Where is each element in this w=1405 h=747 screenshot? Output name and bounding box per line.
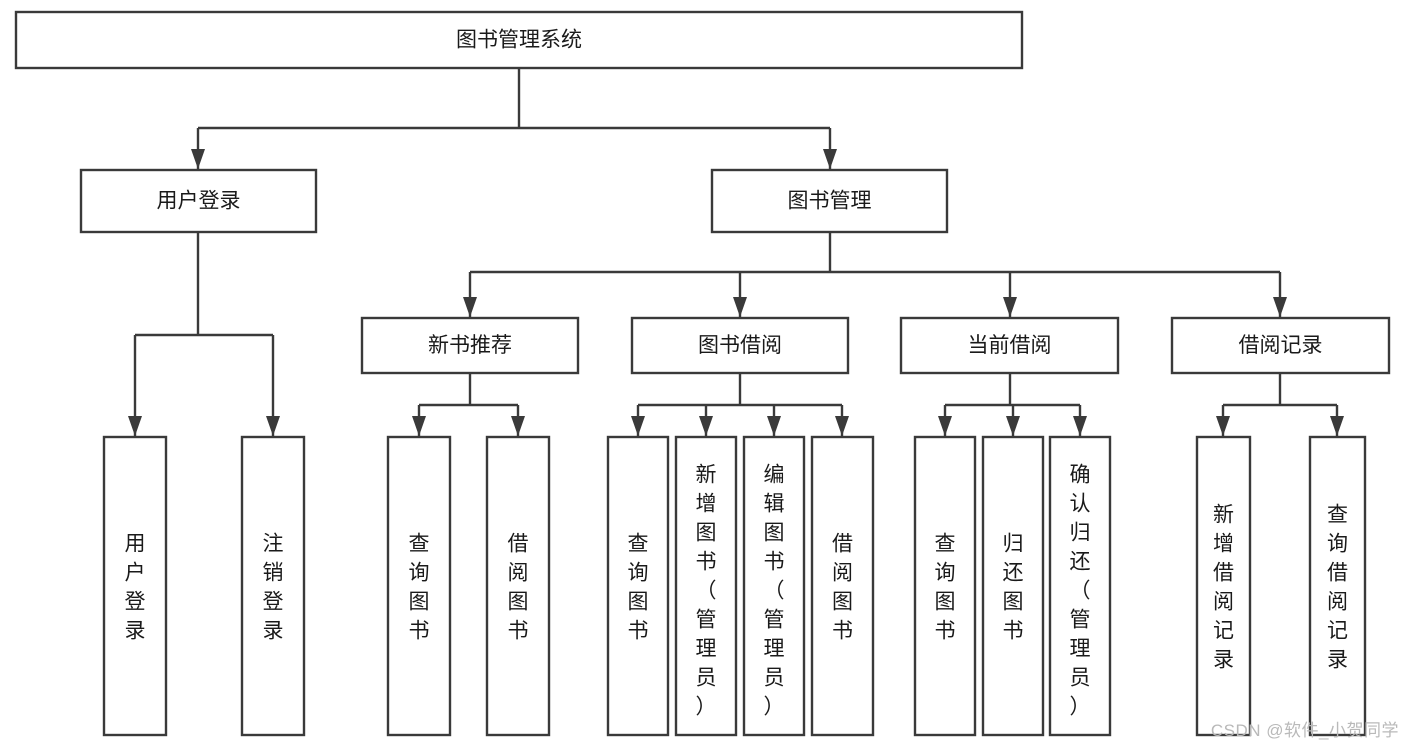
arrow-head-icon — [128, 416, 142, 436]
node-label: 编辑图书（管理员） — [764, 464, 785, 719]
connector-group — [631, 373, 849, 436]
node-box[interactable] — [1195, 435, 1252, 737]
node-box[interactable] — [240, 435, 306, 737]
node-leaf-6[interactable]: 编辑图书（管理员） — [742, 435, 806, 737]
nodes-layer: 图书管理系统用户登录图书管理新书推荐图书借阅当前借阅借阅记录用户登录注销登录查询… — [14, 10, 1391, 737]
arrow-head-icon — [1073, 416, 1087, 436]
node-leaf-10[interactable]: 确认归还（管理员） — [1048, 435, 1112, 737]
connector-group — [191, 68, 837, 169]
arrow-head-icon — [511, 416, 525, 436]
node-leaf-2[interactable]: 查询图书 — [386, 435, 452, 737]
connector-group — [938, 373, 1087, 436]
node-label: 归还图书 — [1003, 533, 1024, 643]
node-level3-3[interactable]: 借阅记录 — [1170, 316, 1391, 375]
node-box[interactable] — [710, 168, 949, 234]
node-level3-2[interactable]: 当前借阅 — [899, 316, 1120, 375]
node-box[interactable] — [102, 435, 168, 737]
node-label: 借阅图书 — [832, 533, 853, 643]
arrow-head-icon — [733, 297, 747, 317]
node-label: 注销登录 — [263, 533, 284, 643]
node-level2-1[interactable]: 图书管理 — [710, 168, 949, 234]
arrow-head-icon — [699, 416, 713, 436]
node-leaf-4[interactable]: 查询图书 — [606, 435, 670, 737]
arrow-head-icon — [1273, 297, 1287, 317]
node-box[interactable] — [1308, 435, 1367, 737]
arrow-head-icon — [767, 416, 781, 436]
node-label: 当前借阅 — [968, 334, 1052, 357]
node-level2-0[interactable]: 用户登录 — [79, 168, 318, 234]
node-box[interactable] — [79, 168, 318, 234]
arrow-head-icon — [1216, 416, 1230, 436]
node-box[interactable] — [810, 435, 875, 737]
node-box[interactable] — [674, 435, 738, 737]
node-leaf-3[interactable]: 借阅图书 — [485, 435, 551, 737]
node-leaf-8[interactable]: 查询图书 — [913, 435, 977, 737]
node-root[interactable]: 图书管理系统 — [14, 10, 1024, 70]
node-box[interactable] — [981, 435, 1045, 737]
node-leaf-7[interactable]: 借阅图书 — [810, 435, 875, 737]
connector-group — [412, 373, 525, 436]
arrow-head-icon — [835, 416, 849, 436]
node-box[interactable] — [485, 435, 551, 737]
connector-group — [463, 232, 1287, 317]
node-box[interactable] — [1170, 316, 1391, 375]
node-label: 借阅记录 — [1239, 334, 1323, 357]
arrow-head-icon — [938, 416, 952, 436]
arrow-head-icon — [191, 149, 205, 169]
node-box[interactable] — [899, 316, 1120, 375]
node-label: 查询图书 — [935, 533, 956, 643]
node-label: 新书推荐 — [428, 334, 512, 357]
node-box[interactable] — [1048, 435, 1112, 737]
node-leaf-11[interactable]: 新增借阅记录 — [1195, 435, 1252, 737]
node-box[interactable] — [742, 435, 806, 737]
node-leaf-12[interactable]: 查询借阅记录 — [1308, 435, 1367, 737]
node-label: 用户登录 — [125, 533, 146, 643]
connectors-layer — [128, 68, 1344, 436]
node-leaf-5[interactable]: 新增图书（管理员） — [674, 435, 738, 737]
node-leaf-9[interactable]: 归还图书 — [981, 435, 1045, 737]
node-label: 确认归还（管理员） — [1070, 464, 1091, 719]
node-leaf-0[interactable]: 用户登录 — [102, 435, 168, 737]
node-leaf-1[interactable]: 注销登录 — [240, 435, 306, 737]
node-label: 新增借阅记录 — [1213, 504, 1234, 672]
node-box[interactable] — [14, 10, 1024, 70]
node-label: 查询借阅记录 — [1327, 504, 1348, 672]
node-box[interactable] — [360, 316, 580, 375]
node-label: 图书借阅 — [698, 334, 782, 357]
node-label: 图书管理 — [788, 190, 872, 213]
arrow-head-icon — [463, 297, 477, 317]
node-level3-0[interactable]: 新书推荐 — [360, 316, 580, 375]
node-label: 图书管理系统 — [456, 29, 582, 52]
node-box[interactable] — [386, 435, 452, 737]
node-level3-1[interactable]: 图书借阅 — [630, 316, 850, 375]
node-label: 查询图书 — [409, 533, 430, 643]
node-box[interactable] — [606, 435, 670, 737]
arrow-head-icon — [631, 416, 645, 436]
arrow-head-icon — [412, 416, 426, 436]
node-label: 查询图书 — [628, 533, 649, 643]
connector-group — [128, 232, 280, 436]
node-label: 新增图书（管理员） — [696, 464, 717, 719]
node-box[interactable] — [630, 316, 850, 375]
arrow-head-icon — [1003, 297, 1017, 317]
node-label: 用户登录 — [157, 190, 241, 213]
connector-group — [1216, 373, 1344, 436]
node-box[interactable] — [913, 435, 977, 737]
arrow-head-icon — [266, 416, 280, 436]
arrow-head-icon — [823, 149, 837, 169]
arrow-head-icon — [1006, 416, 1020, 436]
node-label: 借阅图书 — [508, 533, 529, 643]
arrow-head-icon — [1330, 416, 1344, 436]
